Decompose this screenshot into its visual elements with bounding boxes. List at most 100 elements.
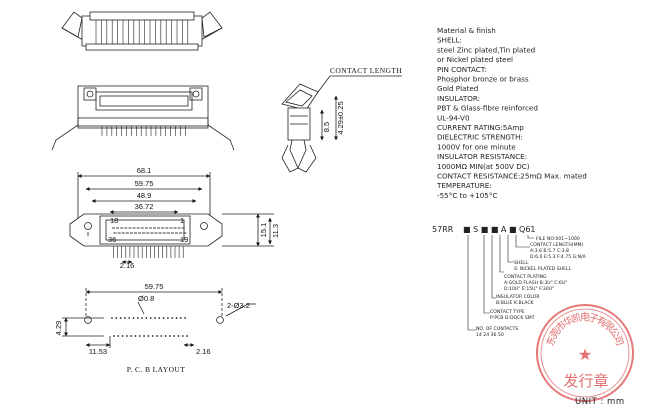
spec-line: -55°C to +105°C <box>437 191 498 200</box>
pcb-hole <box>184 317 187 319</box>
pcb-hole <box>169 335 171 337</box>
pcb-hole <box>117 335 120 337</box>
shell-options: S: NICKEL PLATED SHELL <box>514 266 572 272</box>
spec-line: Gold Plated <box>437 84 478 93</box>
pcb-hole <box>162 317 165 319</box>
spec-line: CURRENT RATING:5Amp <box>437 123 524 132</box>
spec-line: INSULATOR: <box>437 94 480 103</box>
dim-59-75: 59.75 <box>135 179 154 188</box>
pcb-dim-59-75: 59.75 <box>145 282 164 291</box>
spec-line: 1000V for one minute <box>437 142 516 151</box>
pcb-hole <box>113 335 115 337</box>
pcb-dim-2-16: 2.16 <box>196 347 211 356</box>
pcb-hole <box>151 335 154 337</box>
contact-type-options: P:PCB D:DOCK SMT <box>490 315 535 321</box>
contacts-title: NO. OF CONTACTS <box>476 326 518 332</box>
pcb-hole <box>171 317 174 319</box>
pcb-hole <box>121 335 124 337</box>
seal-ring-char: 凯 <box>570 311 583 326</box>
top-view-pins <box>95 20 189 44</box>
dim-36: 36 <box>108 235 116 244</box>
seal-ring-char: 子 <box>587 312 600 326</box>
pcb-hole <box>164 335 167 337</box>
dim-18: 18 <box>110 216 118 225</box>
side-view <box>281 75 402 173</box>
pcb-dim-4-29: 4.29 <box>54 321 63 336</box>
pcb-hole <box>179 317 182 319</box>
seal-ring-char: 电 <box>580 311 590 324</box>
dim-4-29-tol: 4.29±0.25 <box>336 101 345 134</box>
spec-line: 1000MΩ MIN(at 500V DC) <box>437 162 530 171</box>
top-view <box>61 11 223 51</box>
contact-plating-row1: A:GOLD FLASH B:3U" C:6U" <box>504 280 567 286</box>
seal-ring-char: 东 <box>543 334 559 348</box>
pcb-layout-title: P. C. B LAYOUT <box>127 365 185 374</box>
pcb-hole <box>177 335 180 337</box>
pcb-hole <box>175 317 178 319</box>
pcb-hole <box>181 335 184 337</box>
spec-line: DIELECTRIC STRENGTH: <box>437 133 523 142</box>
dim-15-1: 15.1 <box>259 223 268 238</box>
spec-line: steel Zinc plated,Tin plated <box>437 45 535 54</box>
file-no-note: FILE NO:001~1000 <box>536 236 580 242</box>
pcb-hole <box>160 335 163 337</box>
pcb-hole <box>111 317 113 319</box>
pcb-dim-hole-small: Ø0.8 <box>138 294 154 303</box>
spec-line: Material & finish <box>437 26 496 35</box>
dim-8-5: 8.5 <box>322 122 331 132</box>
pcb-hole-pattern <box>111 317 189 337</box>
bottom-view-pins <box>112 227 187 258</box>
spec-line: Phosphor bronze or brass <box>437 75 529 84</box>
bottom-view <box>69 172 274 264</box>
pcb-hole <box>138 335 141 337</box>
contact-length-row1: A:3.6 B:5.7 C:3.8 <box>530 248 569 254</box>
dim-19: 19 <box>180 235 188 244</box>
seal-ring-char: 司 <box>611 334 625 347</box>
dim-36-72: 36.72 <box>135 202 154 211</box>
contact-type-title: CONTACT TYPE <box>490 309 525 315</box>
spec-line: UL-94-V0 <box>437 113 470 122</box>
pcb-dim-hole-large: 2-Ø3.2 <box>227 301 250 310</box>
insulator-color-title: INSULATOR COLOR <box>496 294 540 300</box>
pcb-layout <box>62 288 256 348</box>
insulator-color-options: B:BLUE K:BLACK <box>496 300 535 306</box>
pcb-hole <box>130 335 133 337</box>
shell-title: SHELL <box>514 260 529 266</box>
pcb-hole <box>119 317 122 319</box>
pcb-hole <box>115 317 118 319</box>
pcb-dim-11-53: 11.53 <box>89 347 107 356</box>
pcb-hole <box>167 317 169 319</box>
pcb-hole <box>145 317 148 319</box>
pcb-hole <box>128 317 131 319</box>
contact-plating-row2: D:10U" E:15U" F:30U" <box>504 286 554 292</box>
dim-11-3: 11.3 <box>271 224 280 238</box>
spec-line: PBT & Glass-fibre reinforced <box>437 104 538 113</box>
front-view-pins <box>101 126 186 136</box>
part-number-prefix: 57RR <box>432 225 454 234</box>
pcb-hole <box>173 335 176 337</box>
spec-line: or Nickel plated steel <box>437 55 513 64</box>
pcb-hole <box>154 317 156 319</box>
pcb-hole <box>126 335 128 337</box>
spec-line: SHELL: <box>437 36 462 45</box>
contact-length-label: CONTACT LENGTH <box>330 66 402 75</box>
pcb-hole <box>124 317 126 319</box>
contact-plating-title: CONTACT PLATING <box>504 274 547 280</box>
contact-length-row2: D:6.0 E:5.3 F:4.75 G:N/A <box>530 254 587 260</box>
part-number-code: ■ S ■ ■ A ■ Q61 <box>463 225 536 234</box>
seal-star-icon: ★ <box>578 345 592 364</box>
pcb-hole <box>147 335 150 337</box>
spec-line: TEMPERATURE: <box>436 181 492 190</box>
pcb-hole <box>132 317 135 319</box>
part-number-decoder: 57RR ■ S ■ ■ A ■ Q61 FILE NO:001~1000 CO… <box>432 225 587 338</box>
pcb-hole <box>186 335 189 337</box>
dim-68-1: 68.1 <box>137 166 152 175</box>
dim-2-16-bottom: 2.16 <box>120 261 135 270</box>
spec-line: PIN CONTACT: <box>437 65 487 74</box>
spec-line: INSULATOR RESISTANCE: <box>437 152 527 161</box>
pcb-hole <box>149 317 152 319</box>
